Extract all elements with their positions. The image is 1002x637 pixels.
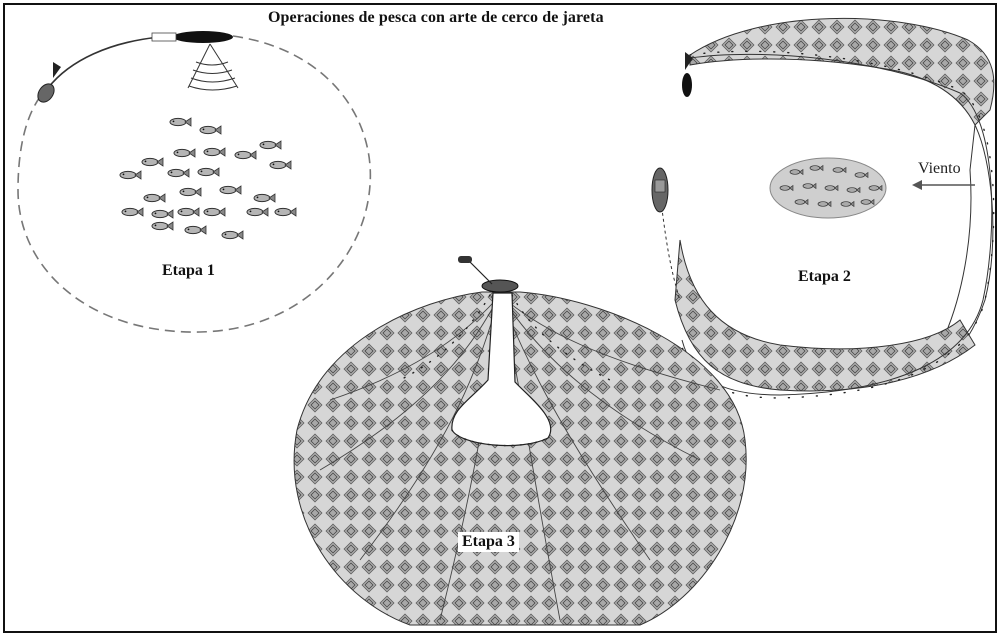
stage1-label: Etapa 1 (162, 262, 215, 279)
stage1-vessel (151, 31, 233, 43)
stage2-skiff (682, 52, 693, 97)
stage3-bag (451, 292, 552, 447)
stage1-skiff (37, 83, 55, 103)
wind-label: Viento (918, 160, 961, 177)
stage2-net-upper (689, 17, 995, 126)
stage3-scene (293, 256, 747, 626)
stage1-scene (17, 31, 372, 333)
sonar-beam (187, 43, 239, 91)
stage1-fish-school (119, 117, 297, 240)
wind-arrow-icon (912, 180, 975, 190)
stage3-label: Etapa 3 (458, 532, 519, 552)
stage2-vessel (651, 167, 669, 213)
stage3-vessel (458, 256, 519, 293)
page-title: Operaciones de pesca con arte de cerco d… (268, 9, 604, 26)
stage2-scene (651, 17, 995, 399)
stage2-float-line (679, 50, 995, 399)
stage2-net-lower (674, 239, 976, 392)
stage2-label: Etapa 2 (798, 268, 851, 285)
stage1-tow-line (47, 36, 161, 89)
stage3-net-pouch (293, 291, 747, 626)
stage1-net-circle (17, 35, 372, 333)
stage1-flag (53, 62, 61, 78)
